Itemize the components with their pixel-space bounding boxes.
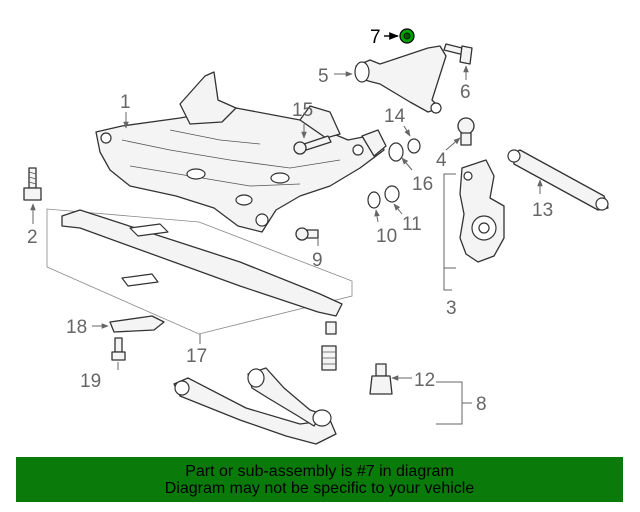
lower-ball-joint-drawing <box>369 363 393 395</box>
stabilizer-link-drawing <box>321 321 337 371</box>
callout-15: 15 <box>292 100 313 121</box>
callout-9: 9 <box>312 250 323 271</box>
callout-8: 8 <box>476 394 487 415</box>
part-2-bolt-drawing <box>23 167 42 201</box>
lower-control-arm-drawing <box>173 367 337 445</box>
callout-4: 4 <box>436 150 447 171</box>
callout-3: 3 <box>446 298 457 319</box>
bracket-and-bolt-drawing <box>109 315 165 361</box>
callout-5: 5 <box>318 66 329 87</box>
front-crossmember-drawing <box>95 71 387 233</box>
callout-6: 6 <box>460 82 471 103</box>
callout-14: 14 <box>384 106 406 127</box>
bushings-and-nuts-drawing <box>367 138 421 209</box>
leader-3 <box>443 173 456 291</box>
upper-control-arm-drawing <box>354 45 447 114</box>
callout-19: 19 <box>80 371 101 392</box>
leader-10 <box>374 209 380 223</box>
callout-13: 13 <box>532 200 553 221</box>
callout-16: 16 <box>412 174 433 195</box>
disclaimer-banner: Part or sub-assembly is #7 in diagram Di… <box>16 457 623 502</box>
steering-knuckle-drawing <box>459 159 505 263</box>
parts-diagram: 1 2 3 4 5 6 7 8 9 10 11 12 13 14 15 16 1… <box>23 27 609 445</box>
leader-16 <box>401 157 413 171</box>
part-7-nut-highlighted <box>399 28 415 44</box>
leader-8 <box>436 381 463 425</box>
leader-14 <box>403 125 411 137</box>
callout-10: 10 <box>376 226 397 247</box>
callout-1: 1 <box>120 92 131 113</box>
callout-18: 18 <box>66 317 87 338</box>
link-arm-drawing <box>507 149 609 211</box>
callout-7: 7 <box>370 27 381 48</box>
callout-11: 11 <box>402 214 422 235</box>
bolts-drawing <box>293 135 332 241</box>
callout-2: 2 <box>27 227 38 248</box>
banner-line-1: Part or sub-assembly is #7 in diagram <box>185 462 454 480</box>
banner-line-2: Diagram may not be specific to your vehi… <box>164 479 475 497</box>
callout-12: 12 <box>414 370 435 391</box>
stabilizer-panel-drawing <box>46 208 353 335</box>
part-6-bolt-drawing <box>443 43 473 65</box>
leader-4 <box>445 137 461 151</box>
callout-17: 17 <box>186 346 207 367</box>
upper-ball-joint-drawing <box>457 117 475 146</box>
leader-11 <box>393 203 403 215</box>
